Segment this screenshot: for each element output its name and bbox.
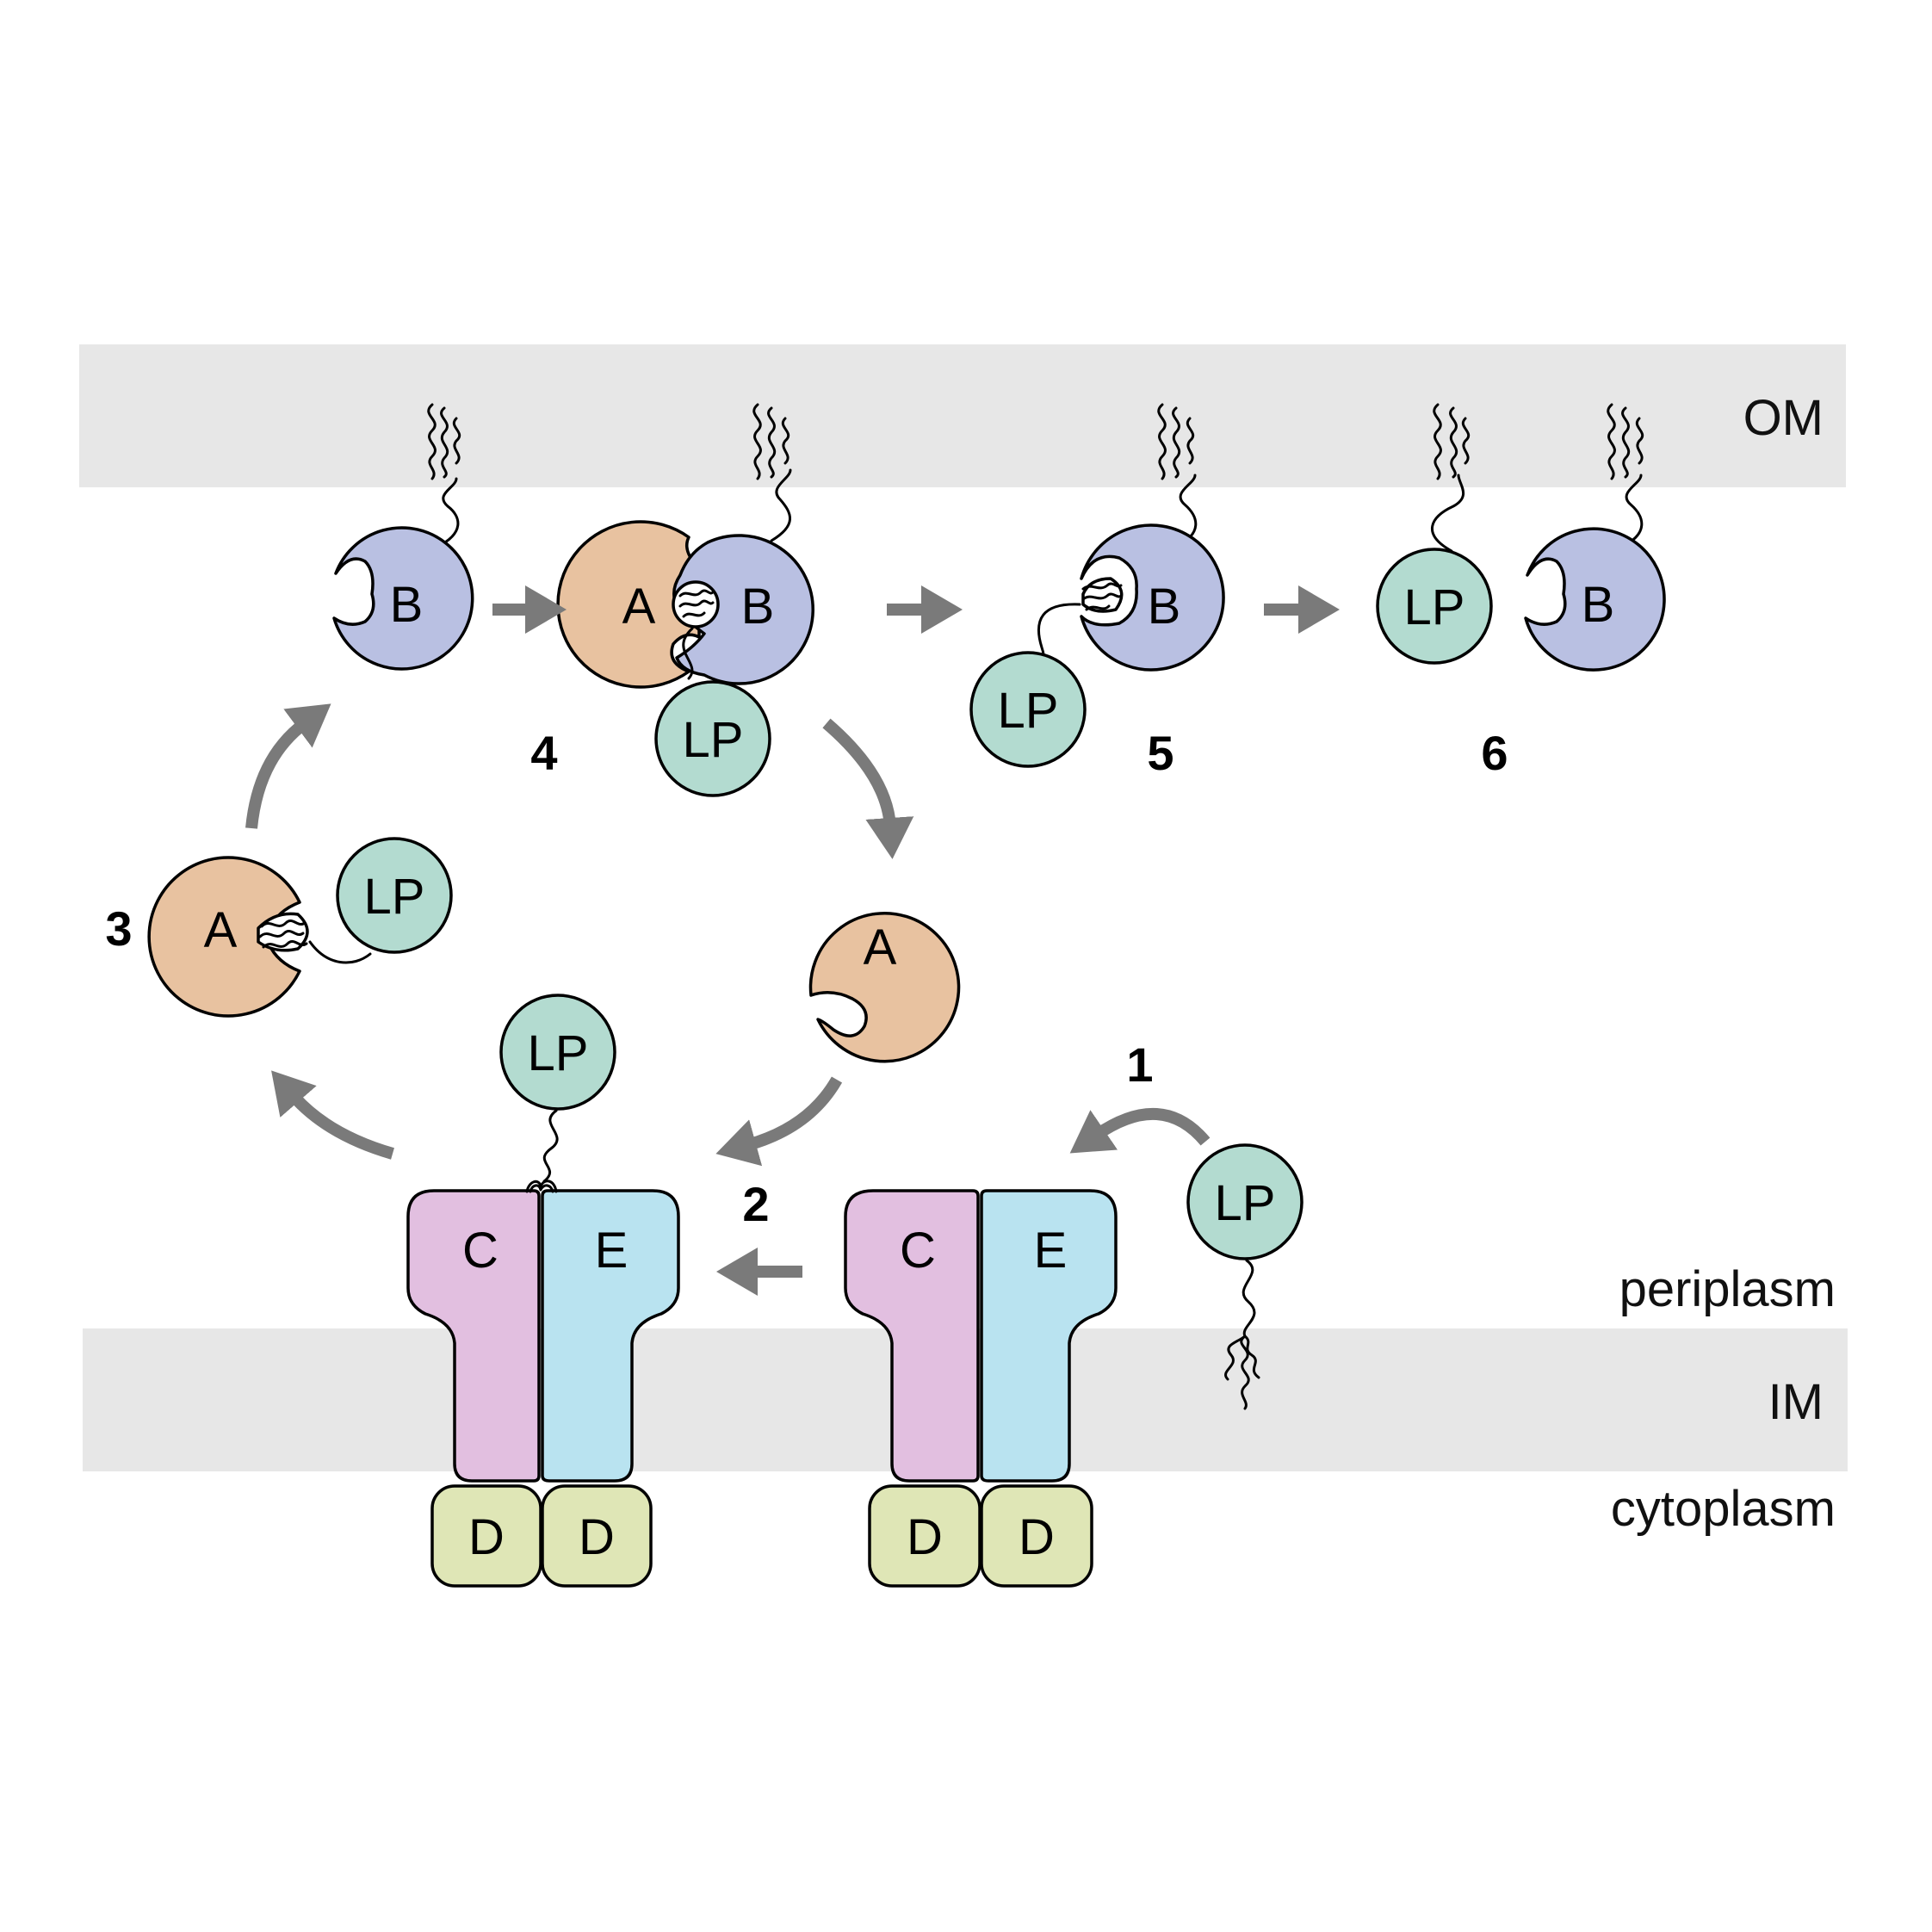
protein-b-initial: B — [332, 403, 474, 671]
lp-label: LP — [998, 683, 1059, 739]
protein-b — [1524, 527, 1666, 672]
protein-e — [980, 1189, 1118, 1483]
cytoplasm-label: cytoplasm — [1611, 1481, 1836, 1537]
protein-d-right — [541, 1484, 653, 1588]
step-number-4: 4 — [530, 726, 557, 780]
periplasm-label: periplasm — [1619, 1261, 1836, 1317]
transporter-cde-loaded: C E D D LP — [406, 994, 680, 1588]
arrow-transporter-to-step3 — [271, 1070, 394, 1160]
lp-protein — [499, 994, 616, 1111]
protein-a — [556, 520, 701, 689]
protein-c-label: C — [462, 1223, 498, 1279]
lp-protein — [969, 651, 1087, 768]
arrow-step4-release-a — [822, 718, 914, 859]
lp-label: LP — [364, 869, 425, 925]
lp-label: LP — [1404, 579, 1465, 635]
lp-label: LP — [528, 1025, 589, 1081]
lp-protein — [1186, 1143, 1303, 1260]
free-protein-a: A — [808, 911, 961, 1063]
protein-a-label: A — [864, 920, 897, 975]
lp-label: LP — [1215, 1175, 1276, 1231]
protein-b-label: B — [1148, 579, 1181, 635]
step5-b-lp-complex: B LP — [969, 403, 1225, 768]
protein-a — [808, 911, 961, 1063]
step6-lp-released: LP — [1376, 403, 1493, 665]
step-number-6: 6 — [1481, 726, 1508, 780]
protein-d-left — [430, 1484, 542, 1588]
protein-d-right-label: D — [1019, 1509, 1055, 1565]
protein-c — [406, 1189, 541, 1483]
protein-e-label: E — [1034, 1223, 1068, 1279]
lp-protein — [336, 837, 453, 954]
protein-d-right — [980, 1484, 1093, 1588]
protein-b — [332, 526, 474, 671]
protein-a-label: A — [622, 579, 656, 635]
inner-membrane-label: IM — [1768, 1374, 1824, 1430]
lp-protein — [1376, 548, 1493, 665]
arrow-step1-lp-to-transporter — [1069, 1107, 1211, 1154]
protein-d-right-label: D — [579, 1509, 615, 1565]
arrow-step3-to-b — [245, 703, 331, 829]
step-number-3: 3 — [105, 901, 132, 956]
protein-d-left — [868, 1484, 981, 1588]
protein-e — [541, 1189, 680, 1483]
step4-handover-complex: A B LP — [556, 403, 814, 797]
step-number-5: 5 — [1147, 726, 1173, 780]
step6-protein-b: B — [1524, 403, 1666, 672]
protein-b-label: B — [1582, 577, 1615, 633]
protein-d-left-label: D — [468, 1509, 505, 1565]
protein-b-label: B — [741, 579, 775, 635]
protein-e-label: E — [595, 1223, 629, 1279]
protein-b-label: B — [390, 577, 424, 633]
step-number-1: 1 — [1126, 1037, 1153, 1092]
transporter-cde-empty: C E D D — [844, 1189, 1118, 1588]
lp-protein — [654, 680, 771, 797]
protein-a-label: A — [204, 902, 238, 958]
arrow-a-to-transporter — [715, 1076, 843, 1167]
protein-c-label: C — [900, 1223, 936, 1279]
step3-a-lp-complex: A LP — [147, 837, 453, 1018]
protein-c — [844, 1189, 980, 1483]
lp-label: LP — [683, 712, 744, 768]
outer-membrane-band — [79, 344, 1846, 487]
step-number-2: 2 — [742, 1177, 769, 1231]
protein-d-left-label: D — [907, 1509, 943, 1565]
outer-membrane-label: OM — [1743, 390, 1824, 446]
step1-lipoprotein: LP — [1186, 1143, 1303, 1410]
protein-b — [1080, 523, 1225, 672]
